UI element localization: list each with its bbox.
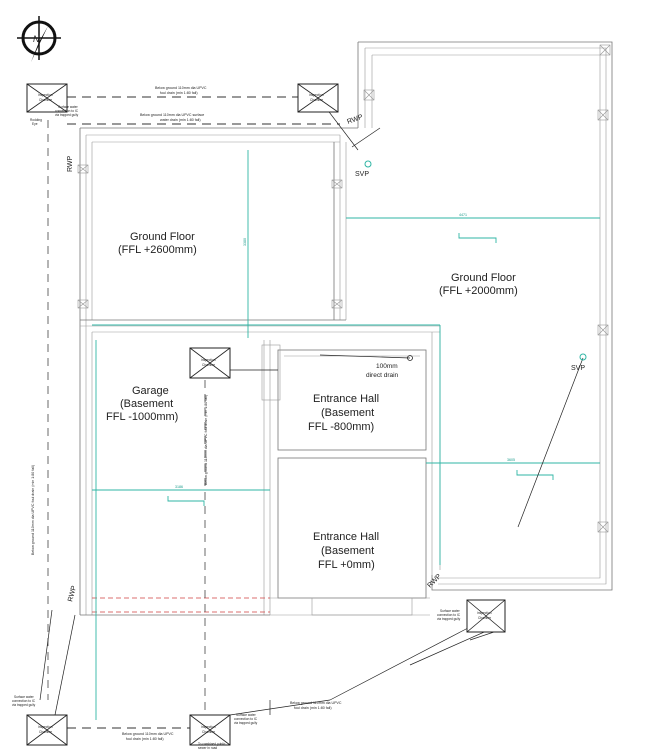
svg-text:Surface water: Surface water bbox=[236, 713, 257, 717]
surface-connection-note: Surface water connection to IC via trapp… bbox=[234, 713, 258, 725]
inspection-chamber: Inspection Chamber bbox=[297, 83, 339, 113]
rwp-label: RWP bbox=[346, 114, 364, 126]
room-garage: Garage (Basement FFL -1000mm) bbox=[106, 385, 178, 423]
svg-text:Ground Floor: Ground Floor bbox=[130, 231, 195, 243]
surface-connection-note: Surface water connection to IC via trapp… bbox=[12, 695, 36, 707]
svg-text:connection to IC: connection to IC bbox=[12, 699, 36, 703]
direct-drain-label: 100mm direct drain bbox=[366, 363, 399, 379]
svg-text:connection to IC: connection to IC bbox=[437, 613, 461, 617]
combined-sewer-note: To combined public sewer in road bbox=[198, 742, 226, 750]
surface-drain-note-top: Below ground 110mm dia UPVC surface wate… bbox=[140, 113, 204, 122]
foul-drain-note-top: Below ground 110mm dia UPVC foul drain (… bbox=[155, 86, 207, 95]
svg-text:To combined public: To combined public bbox=[198, 742, 226, 746]
svg-text:Inspection: Inspection bbox=[38, 93, 53, 97]
svg-text:Surface water: Surface water bbox=[58, 105, 79, 109]
inspection-chamber: Inspection Chamber bbox=[189, 347, 231, 379]
foul-drain-note-bottom-right: Below ground 110mm dia UPVC foul drain (… bbox=[290, 701, 342, 710]
surface-connection-note: Surface water connection to IC via trapp… bbox=[55, 105, 79, 117]
svg-text:Eye: Eye bbox=[32, 122, 38, 126]
svg-text:foul drain (min 1:80 fall): foul drain (min 1:80 fall) bbox=[126, 737, 164, 741]
svg-text:Chamber: Chamber bbox=[310, 98, 324, 102]
inspection-chamber: Inspection Chamber bbox=[26, 83, 68, 113]
rwp-label: RWP bbox=[67, 585, 78, 603]
inspection-chamber: Inspection Chamber bbox=[466, 599, 506, 633]
room-entrance-hall-upper: Entrance Hall (Basement FFL -800mm) bbox=[308, 393, 379, 433]
svg-text:Entrance Hall: Entrance Hall bbox=[313, 531, 379, 543]
svg-text:Below ground 110mm dia UPVC: Below ground 110mm dia UPVC bbox=[122, 732, 174, 736]
svg-text:Below ground 110mm dia UPVC: Below ground 110mm dia UPVC bbox=[290, 701, 342, 705]
svg-text:Rodding: Rodding bbox=[30, 118, 42, 122]
svg-text:Chamber: Chamber bbox=[478, 616, 492, 620]
svg-text:Inspection: Inspection bbox=[201, 725, 216, 729]
svg-text:(Basement: (Basement bbox=[321, 407, 374, 419]
svg-text:Chamber: Chamber bbox=[202, 730, 216, 734]
foul-drain-note-bottom: Below ground 110mm dia UPVC foul drain (… bbox=[122, 732, 174, 741]
rwp-label: RWP bbox=[426, 573, 443, 590]
room-ground-floor-left: Ground Floor (FFL +2600mm) bbox=[118, 231, 197, 256]
svg-text:Inspection: Inspection bbox=[201, 358, 216, 362]
svg-text:connection to IC: connection to IC bbox=[55, 109, 79, 113]
svg-text:(FFL +2600mm): (FFL +2600mm) bbox=[118, 244, 197, 256]
svg-text:via trapped gully: via trapped gully bbox=[55, 113, 79, 117]
svp-label: SVP bbox=[571, 365, 585, 372]
svg-text:(Basement: (Basement bbox=[120, 398, 173, 410]
dimension-garage-width: 3186 bbox=[175, 485, 183, 489]
room-entrance-hall-lower: Entrance Hall (Basement FFL +0mm) bbox=[313, 531, 379, 571]
svg-text:Chamber: Chamber bbox=[39, 730, 53, 734]
svg-text:Surface water: Surface water bbox=[14, 695, 35, 699]
svg-text:Inspection: Inspection bbox=[477, 611, 492, 615]
rodding-eye-note: Rodding Eye bbox=[30, 118, 42, 126]
svg-text:FFL +0mm): FFL +0mm) bbox=[318, 559, 375, 571]
surface-connection-note: Surface water connection to IC via trapp… bbox=[437, 609, 461, 621]
svg-text:direct drain: direct drain bbox=[366, 372, 399, 379]
svp-pipe-icon bbox=[579, 353, 587, 361]
north-arrow-icon: N bbox=[17, 16, 61, 62]
svg-text:via trapped gully: via trapped gully bbox=[234, 721, 258, 725]
svg-text:FFL -1000mm): FFL -1000mm) bbox=[106, 411, 178, 423]
svp-label: SVP bbox=[355, 171, 369, 178]
svg-text:sewer in road: sewer in road bbox=[198, 746, 217, 750]
inspection-chamber: Inspection Chamber bbox=[26, 714, 68, 746]
dimension-right-lower-width: 3605 bbox=[507, 458, 515, 462]
svg-text:via trapped gully: via trapped gully bbox=[12, 703, 36, 707]
svg-text:via trapped gully: via trapped gully bbox=[437, 617, 461, 621]
svg-text:foul drain (min 1:80 fall): foul drain (min 1:80 fall) bbox=[160, 91, 198, 95]
svg-text:Ground Floor: Ground Floor bbox=[451, 272, 516, 284]
svg-text:Inspection: Inspection bbox=[38, 725, 53, 729]
direct-drain-icon bbox=[407, 355, 413, 361]
svg-text:Entrance Hall: Entrance Hall bbox=[313, 393, 379, 405]
svg-text:(FFL +2000mm): (FFL +2000mm) bbox=[439, 285, 518, 297]
left-vertical-drain-note: Below ground 110mm dia UPVC foul drain (… bbox=[31, 465, 35, 555]
dimension-right-width: 4471 bbox=[459, 213, 467, 217]
inspection-chamber: Inspection Chamber bbox=[189, 714, 231, 746]
svg-text:100mm: 100mm bbox=[376, 363, 398, 370]
svg-text:water drain (min 1:80 fall): water drain (min 1:80 fall) bbox=[160, 118, 201, 122]
dimension-lines bbox=[92, 150, 600, 720]
svg-text:(Basement: (Basement bbox=[321, 545, 374, 557]
walls bbox=[77, 41, 613, 616]
svg-text:Below ground 110mm dia UPVC: Below ground 110mm dia UPVC bbox=[155, 86, 207, 90]
svg-text:Chamber: Chamber bbox=[39, 98, 53, 102]
svg-text:connection to IC: connection to IC bbox=[234, 717, 258, 721]
svg-text:foul drain (min 1:80 fall): foul drain (min 1:80 fall) bbox=[294, 706, 332, 710]
room-ground-floor-right: Ground Floor (FFL +2000mm) bbox=[439, 272, 518, 297]
drain-lines bbox=[39, 96, 584, 729]
rwp-label: RWP bbox=[67, 155, 74, 172]
dimension-left-height: 3380 bbox=[243, 238, 247, 246]
svg-text:Below ground 110mm dia UPVC su: Below ground 110mm dia UPVC surface bbox=[140, 113, 204, 117]
svg-text:N: N bbox=[33, 34, 40, 44]
svg-text:Surface water: Surface water bbox=[440, 609, 461, 613]
svg-text:Inspection: Inspection bbox=[309, 93, 324, 97]
svg-text:FFL -800mm): FFL -800mm) bbox=[308, 421, 374, 433]
svg-text:Chamber: Chamber bbox=[202, 363, 216, 367]
garage-vertical-drain-note: Below ground 110mm dia UPVC foul drain (… bbox=[204, 395, 208, 485]
section-arrow-markers bbox=[167, 233, 554, 506]
svp-pipe-icon bbox=[364, 160, 372, 168]
svg-text:Garage: Garage bbox=[132, 385, 169, 397]
